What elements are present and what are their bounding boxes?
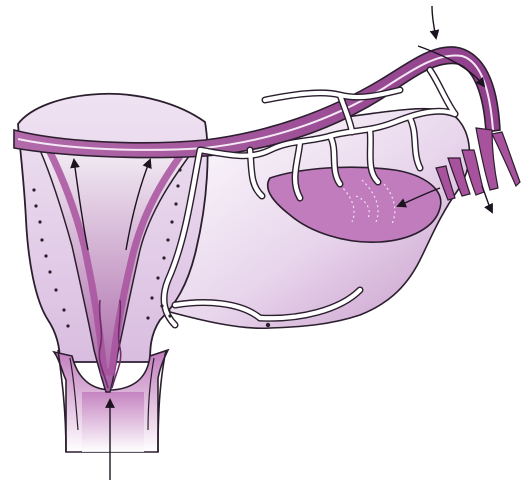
vaginal-canal (82, 392, 144, 452)
arrow-top-of-tube (432, 6, 436, 38)
